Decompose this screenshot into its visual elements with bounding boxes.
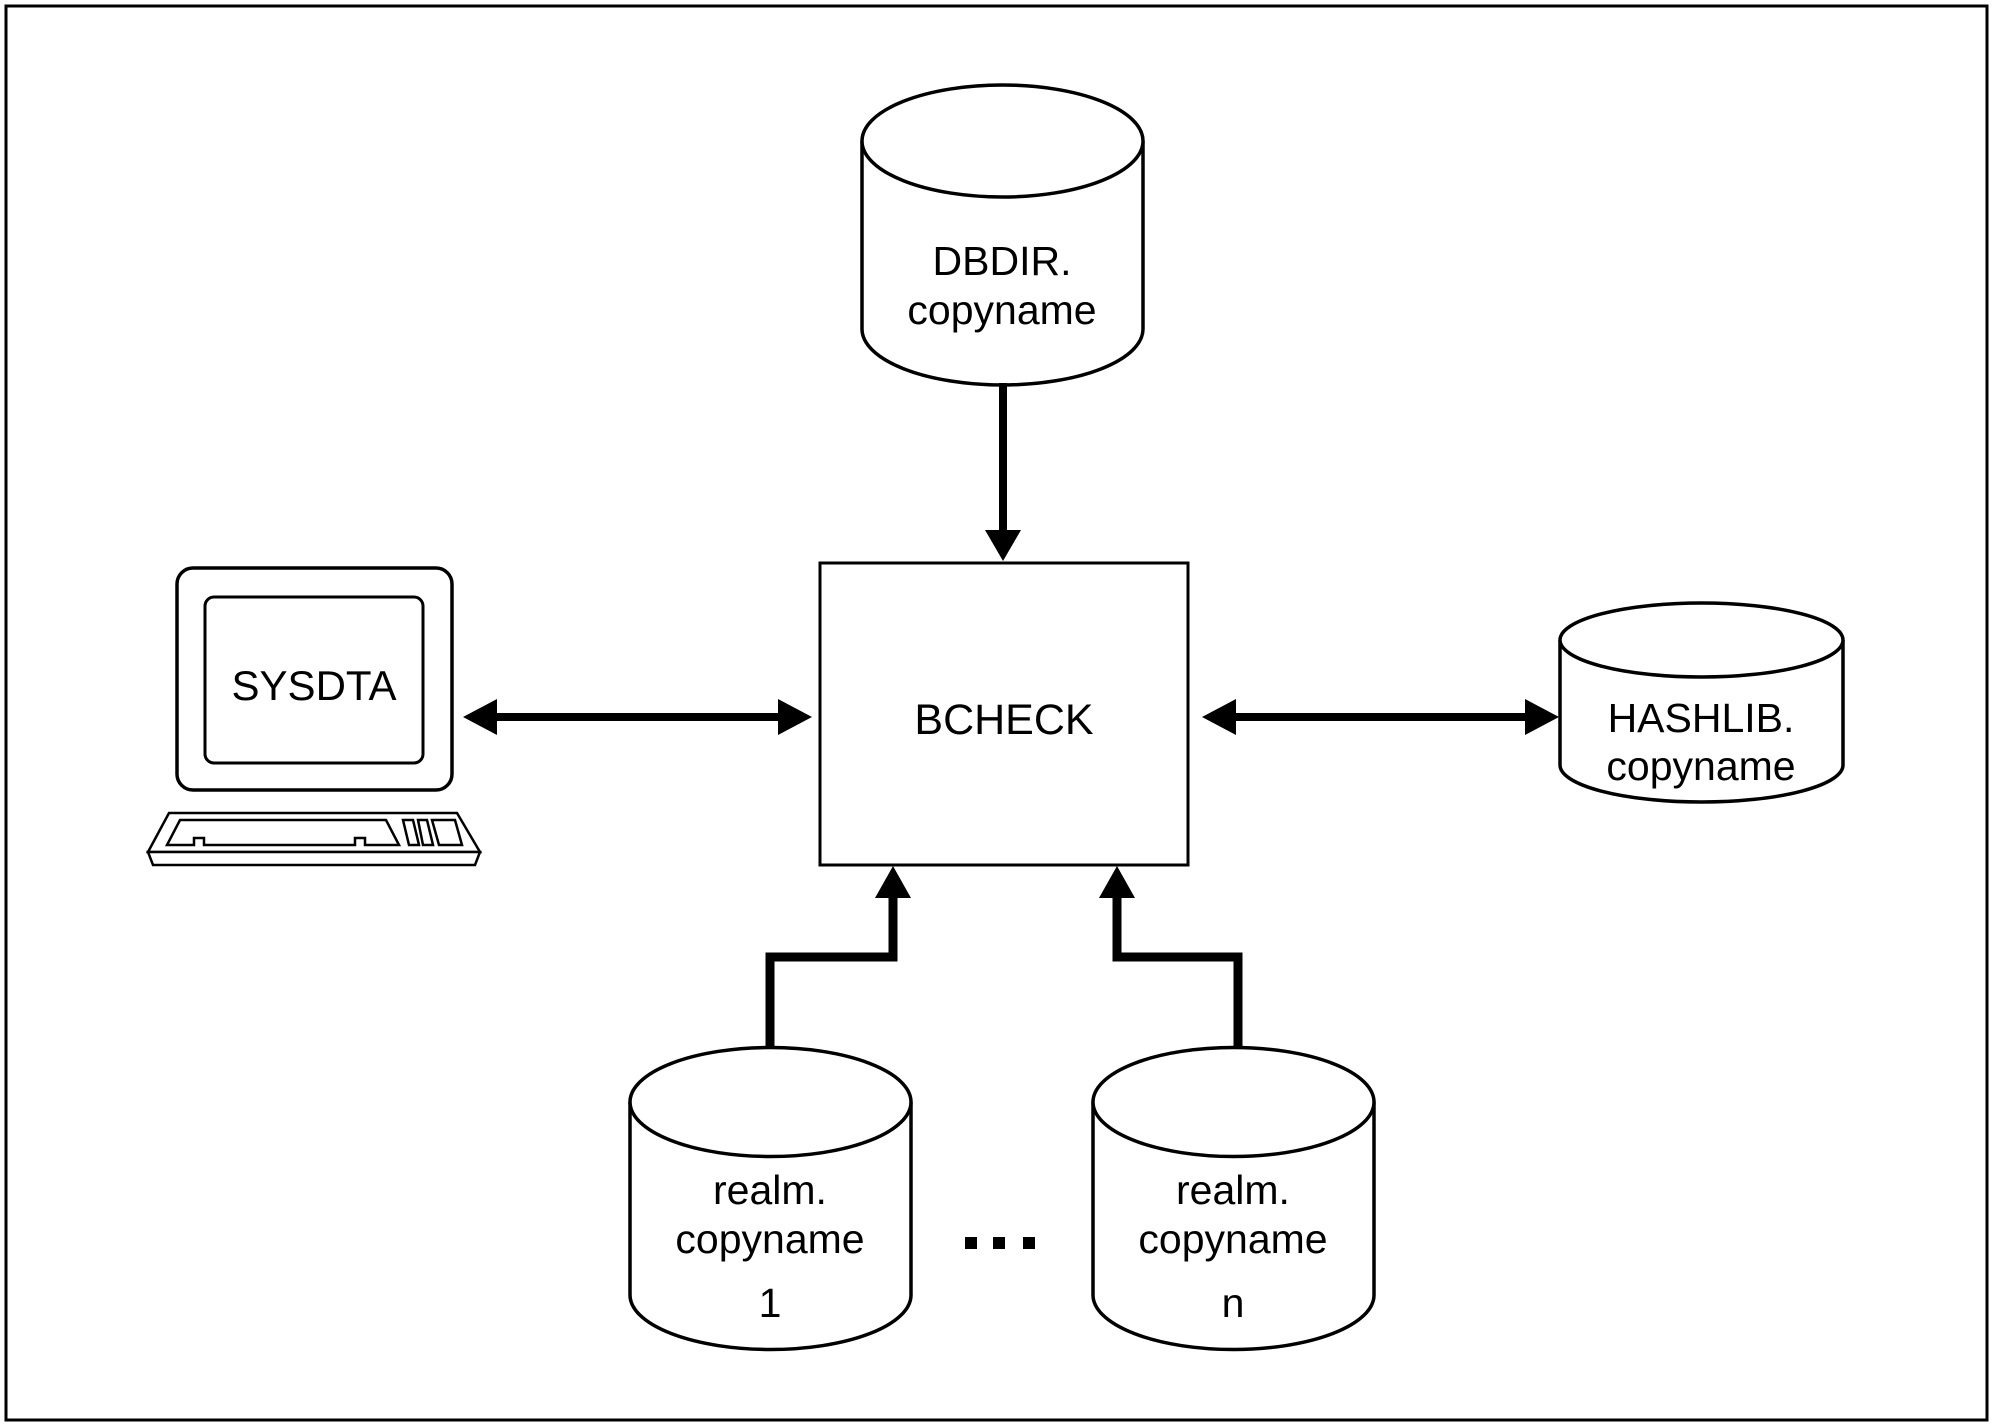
datastore-realm-n: realm. copyname n	[1091, 1045, 1376, 1352]
keyboard-numpad	[430, 818, 464, 847]
ellipsis-dot	[993, 1237, 1005, 1249]
arrow-bcheck-hashlib	[1202, 699, 1559, 735]
terminal-sysdta: SYSDTA	[145, 566, 483, 867]
arrow-dbdir-to-bcheck	[985, 383, 1021, 561]
cylinder-top	[1558, 601, 1845, 679]
arrow-elbow-shaft	[1112, 892, 1243, 1050]
cylinder-top	[1091, 1045, 1376, 1159]
arrow-sysdta-bcheck	[463, 699, 812, 735]
sysdta-label: SYSDTA	[232, 662, 397, 709]
arrow-elbow-shaft	[765, 892, 898, 1050]
cylinder-body	[628, 1102, 913, 1352]
realm1-label-line3: 1	[759, 1280, 782, 1326]
datastore-hashlib: HASHLIB. copyname	[1558, 601, 1845, 804]
monitor-screen	[203, 595, 425, 765]
arrowhead-left-icon	[463, 699, 497, 735]
arrow-realm1-to-bcheck	[765, 866, 911, 1050]
keyboard-icon	[145, 811, 483, 867]
realm1-label-line1: realm.	[713, 1167, 827, 1213]
terminal-icon	[145, 566, 483, 867]
keyboard-function-strip-1	[401, 818, 421, 847]
arrowhead-left-icon	[1202, 699, 1236, 735]
ellipsis-dot	[1023, 1237, 1035, 1249]
arrowhead-up-icon	[875, 866, 911, 898]
hashlib-label-line1: HASHLIB.	[1608, 695, 1795, 741]
arrow-realmn-to-bcheck	[1099, 866, 1243, 1050]
arrowhead-down-icon	[985, 530, 1021, 561]
hashlib-label-line2: copyname	[1606, 743, 1795, 789]
datastore-realm-1: realm. copyname 1	[628, 1045, 913, 1352]
keyboard-front-edge	[146, 850, 482, 867]
cylinder-top	[860, 83, 1145, 199]
arrowhead-up-icon	[1099, 866, 1135, 898]
realmn-label-line1: realm.	[1176, 1167, 1290, 1213]
cylinder-top	[628, 1045, 913, 1159]
process-bcheck: BCHECK	[818, 561, 1190, 867]
keyboard-key-area	[164, 818, 402, 847]
dbdir-label-line2: copyname	[907, 287, 1096, 333]
cylinder-body	[1091, 1102, 1376, 1352]
arrowhead-right-icon	[778, 699, 812, 735]
bcheck-box	[818, 561, 1190, 867]
realmn-label-line3: n	[1222, 1280, 1245, 1326]
realm1-label-line2: copyname	[675, 1216, 864, 1262]
datastore-dbdir: DBDIR. copyname	[860, 83, 1145, 387]
ellipsis	[965, 1237, 1035, 1249]
ellipsis-dot	[965, 1237, 977, 1249]
dbdir-label-line1: DBDIR.	[933, 238, 1072, 284]
cylinder-body	[1558, 640, 1845, 804]
bcheck-label: BCHECK	[914, 696, 1094, 744]
keyboard-function-strip-2	[416, 818, 435, 847]
arrowhead-right-icon	[1525, 699, 1559, 735]
realmn-label-line2: copyname	[1138, 1216, 1327, 1262]
